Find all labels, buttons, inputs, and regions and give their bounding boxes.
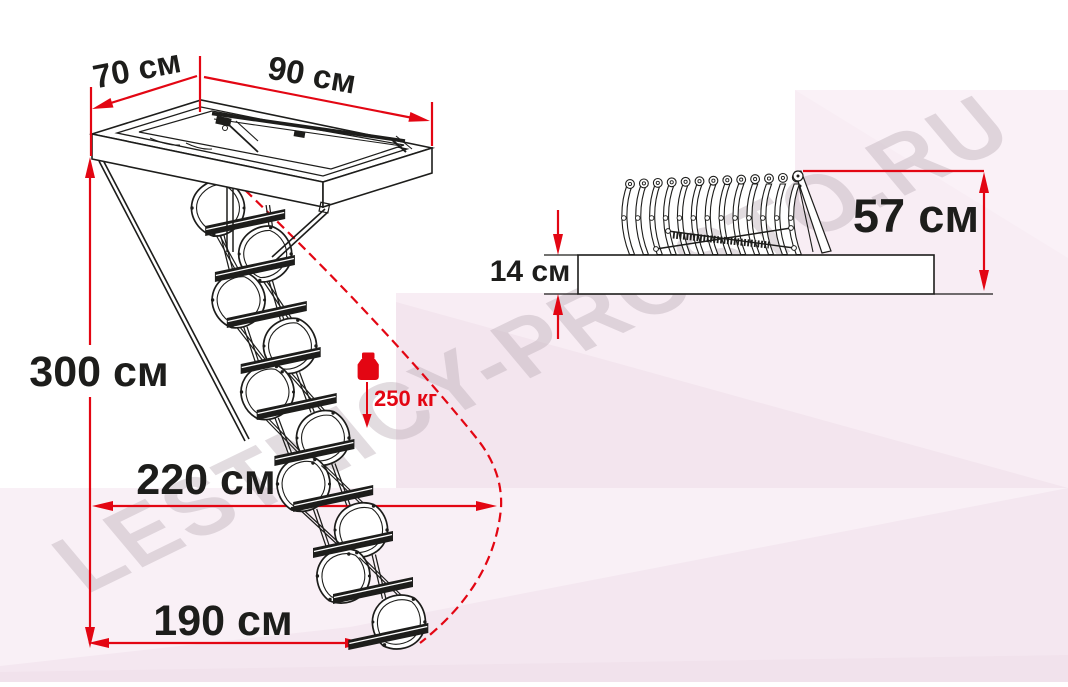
svg-text:300 см: 300 см — [29, 348, 168, 396]
svg-text:14 см: 14 см — [490, 255, 571, 288]
svg-text:220 см: 220 см — [136, 456, 275, 504]
svg-text:190 см: 190 см — [153, 597, 292, 645]
svg-text:57 см: 57 см — [853, 189, 979, 242]
svg-text:250 кг: 250 кг — [374, 386, 437, 411]
